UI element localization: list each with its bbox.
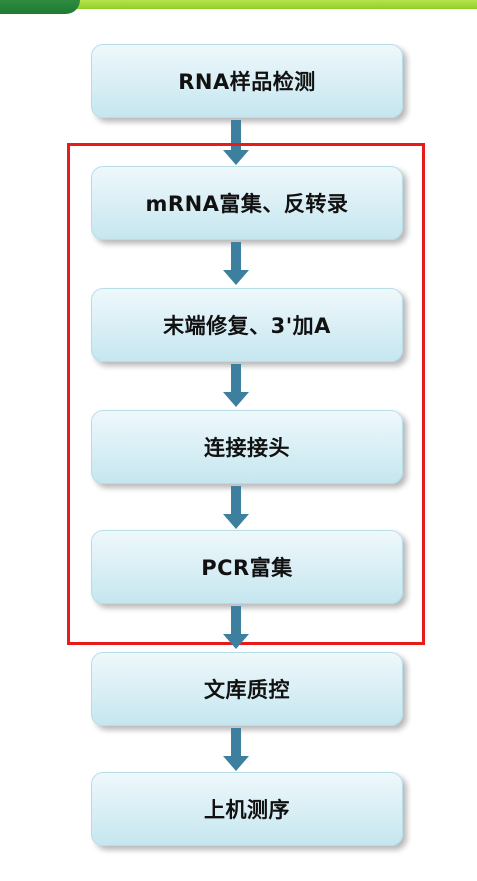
step-label: PCR富集: [201, 556, 293, 580]
top-banner: [0, 0, 477, 14]
step-label: 末端修复、3'加A: [163, 314, 331, 338]
step-sequencing: 上机测序: [91, 772, 403, 846]
step-pcr-enrichment: PCR富集: [91, 530, 403, 604]
step-library-qc: 文库质控: [91, 652, 403, 726]
step-rna-sample-test: RNA样品检测: [91, 44, 403, 118]
step-mrna-enrichment: mRNA富集、反转录: [91, 166, 403, 240]
step-label: 连接接头: [204, 436, 290, 460]
step-label: 上机测序: [204, 798, 290, 822]
step-adapter-ligation: 连接接头: [91, 410, 403, 484]
step-label: RNA样品检测: [178, 70, 316, 94]
top-banner-band: [70, 0, 477, 9]
step-end-repair: 末端修复、3'加A: [91, 288, 403, 362]
step-label: mRNA富集、反转录: [145, 192, 349, 216]
step-label: 文库质控: [204, 678, 290, 702]
top-banner-accent: [0, 0, 80, 14]
